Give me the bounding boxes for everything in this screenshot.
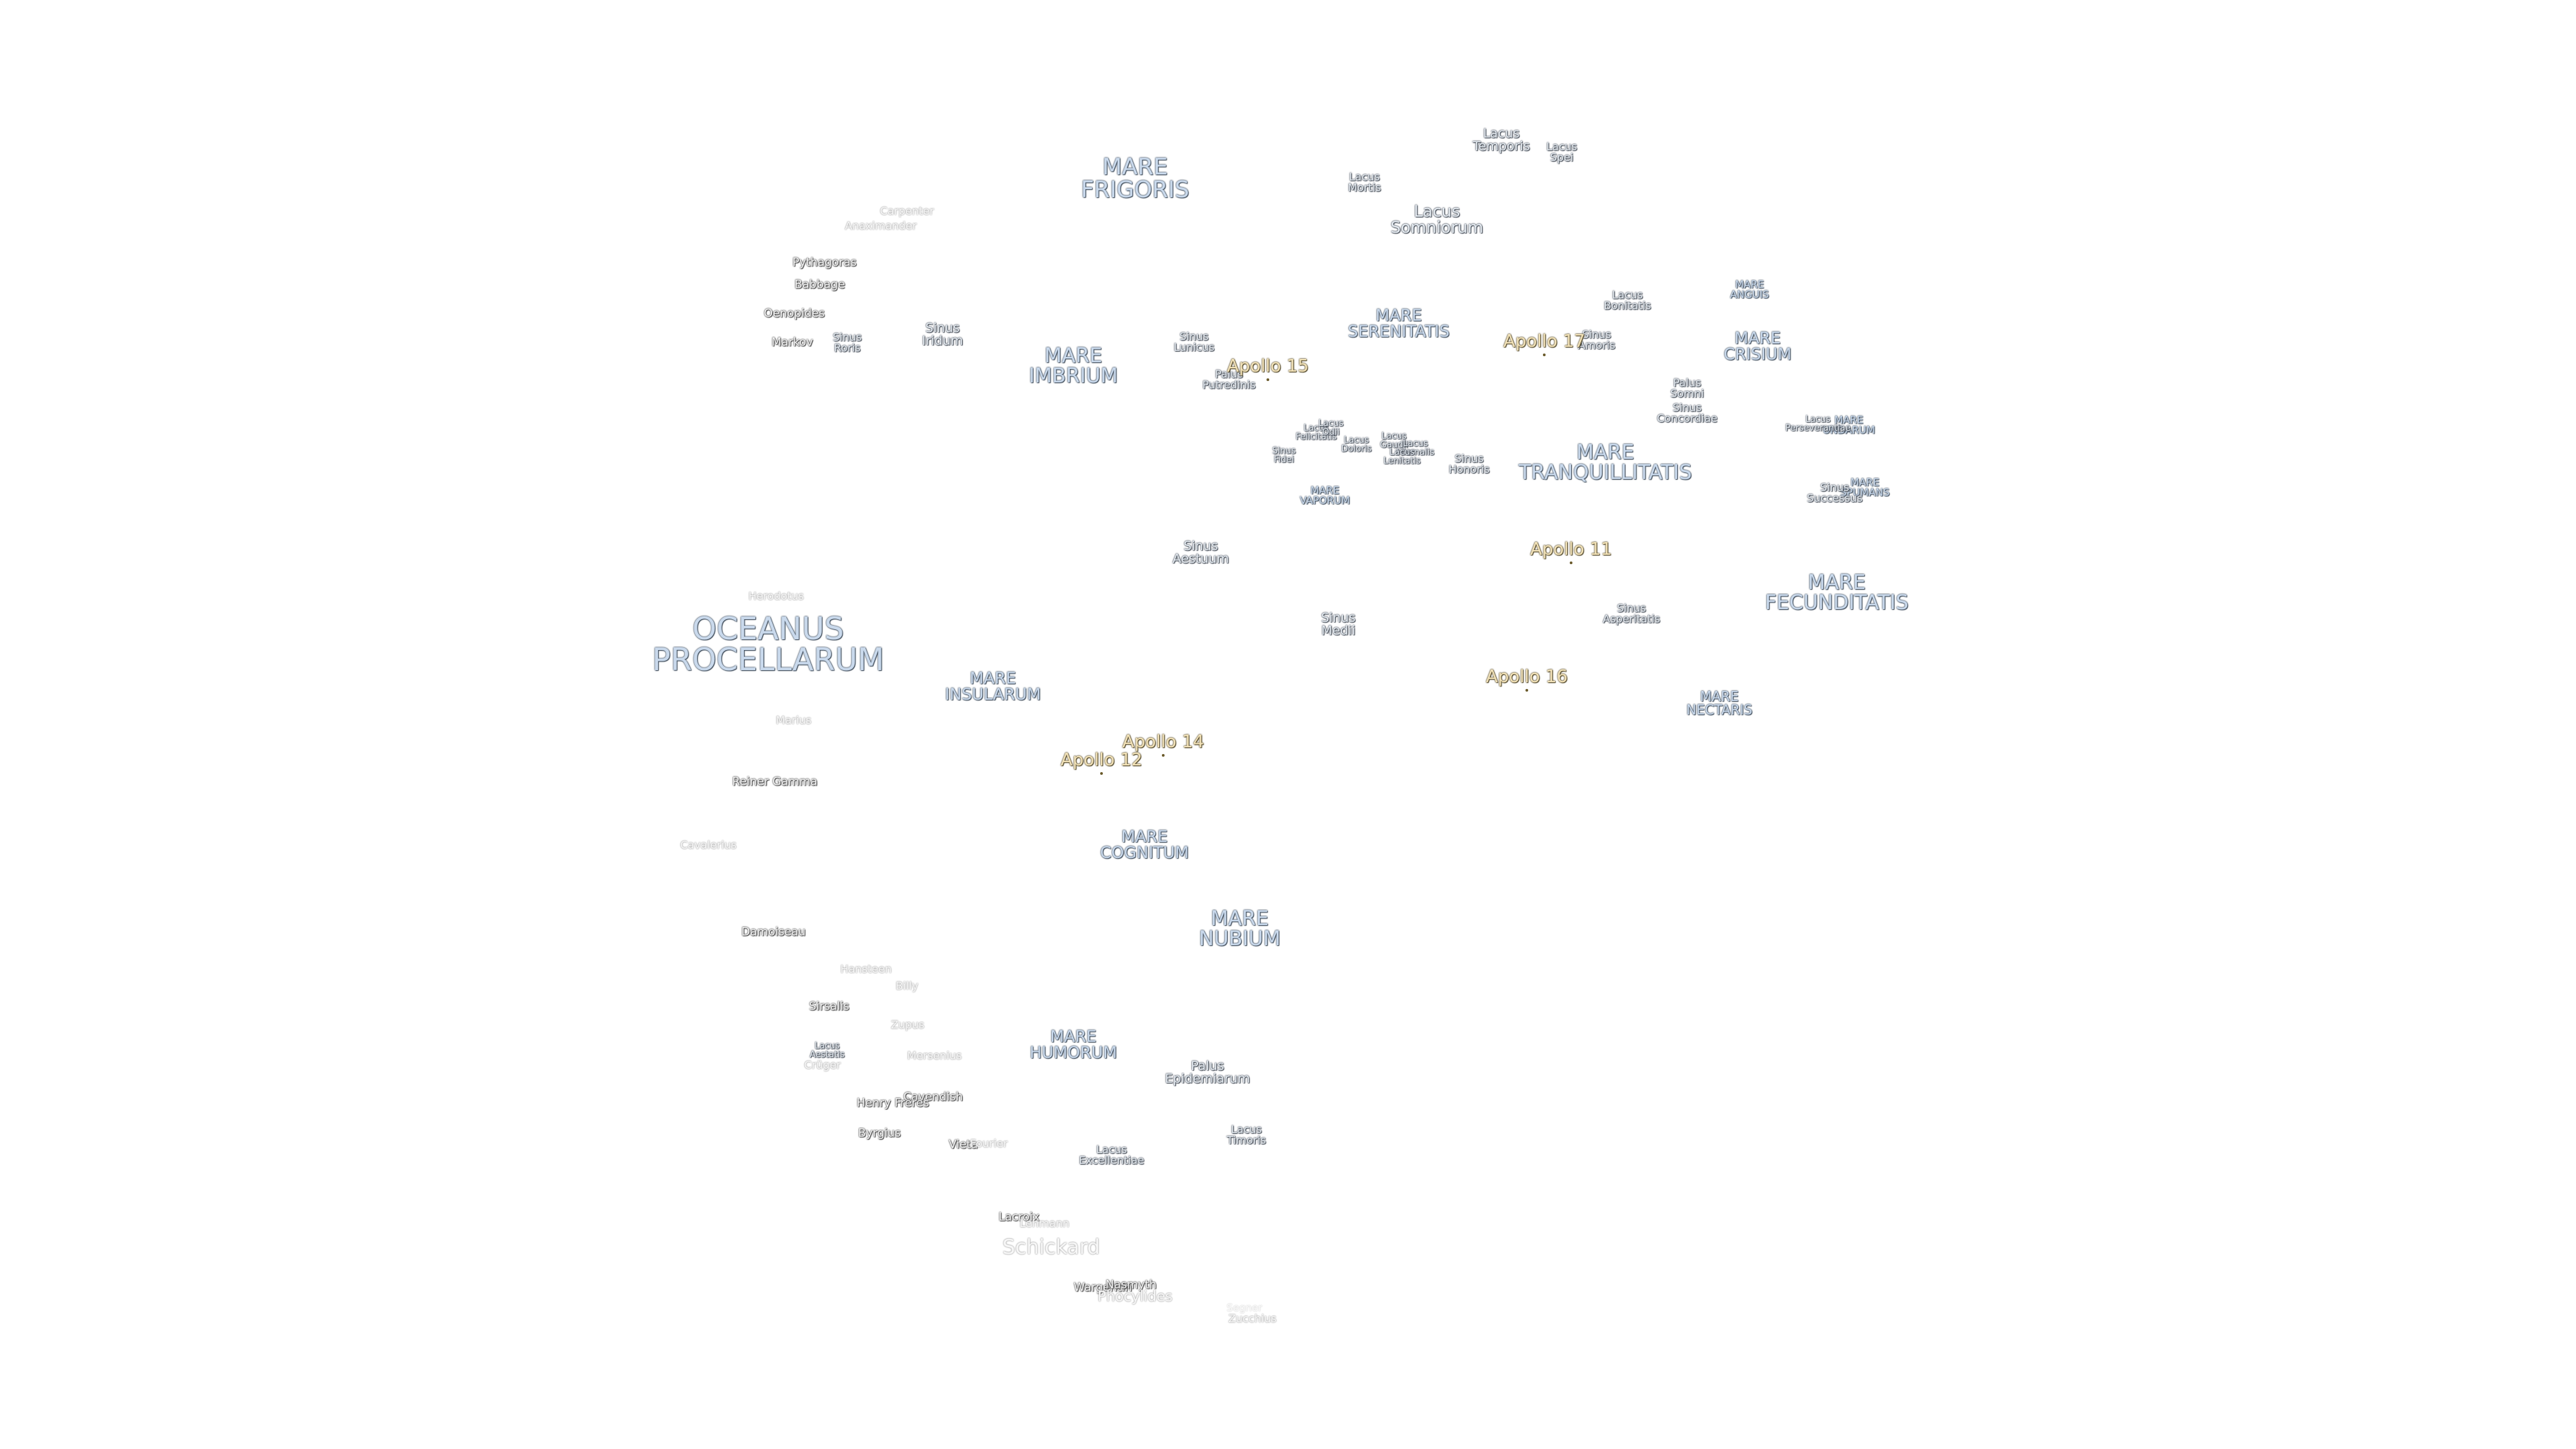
lacus-lenitatis-label: Lacus Lenitatis <box>1383 447 1421 466</box>
oceanus-procellarum-label: OCEANUS PROCELLARUM <box>651 610 885 678</box>
lacus-temporis-label: Lacus Temporis <box>1472 126 1530 154</box>
zupus-crater-label: Zupus <box>891 1018 924 1031</box>
apollo-16-label[interactable]: Apollo 16 <box>1486 667 1568 687</box>
sinus-lunicus-label: Sinus Lunicus <box>1173 330 1215 354</box>
carpenter-crater-label: Carpenter <box>879 205 934 217</box>
sinus-iridum-label: Sinus Iridum <box>922 321 963 348</box>
apollo-15-label[interactable]: Apollo 15 <box>1227 356 1309 376</box>
cavalerius-crater-label: Cavalerius <box>680 839 737 851</box>
lacus-aestatis-label: Lacus Aestatis <box>810 1041 845 1060</box>
sinus-asperitatis-label: Sinus Asperitatis <box>1603 602 1660 625</box>
lacus-perseverantiae-label: Lacus Perseverantiae <box>1785 415 1851 433</box>
apollo-16-landing-marker[interactable] <box>1525 689 1528 692</box>
oenopides-crater-label: Oenopides <box>763 307 825 321</box>
babbage-crater-label: Babbage <box>794 278 845 292</box>
marius-crater-label: Marius <box>775 714 812 727</box>
schickard-crater-label: Schickard <box>1002 1236 1100 1259</box>
palus-epidemiarum-label: Palus Epidemiarum <box>1165 1059 1250 1086</box>
apollo-11-landing-marker[interactable] <box>1570 561 1572 564</box>
lacus-odii-label: Lacus Odii <box>1318 419 1344 437</box>
lacus-gaudii-label: Lacus Gaudii <box>1380 431 1408 450</box>
mare-undarum-label: MARE UNDARUM <box>1822 414 1876 436</box>
mare-crisium-label: MARE CRISIUM <box>1723 329 1792 364</box>
sinus-successus-label: Sinus Successus <box>1807 481 1863 504</box>
mare-anguis-label: MARE ANGUIS <box>1729 278 1770 301</box>
apollo-14-label[interactable]: Apollo 14 <box>1122 732 1204 752</box>
sinus-roris-label: Sinus Roris <box>833 331 862 354</box>
lacus-doloris-label: Lacus Doloris <box>1341 435 1372 454</box>
damoiseau-crater-label: Damoiseau <box>741 925 806 939</box>
apollo-12-label[interactable]: Apollo 12 <box>1061 750 1142 770</box>
mersenius-crater-label: Mersenius <box>907 1049 962 1062</box>
lacus-bonitatis-label: Lacus Bonitatis <box>1603 288 1652 312</box>
mare-imbrium-label: MARE IMBRIUM <box>1028 344 1118 388</box>
sinus-amoris-label: Sinus Amoris <box>1578 328 1615 352</box>
fourier-crater-label: Fourier <box>969 1137 1008 1150</box>
lehmann-crater-label: Lehmann <box>1019 1217 1070 1230</box>
palus-putredinis-label: Palus Putredinis <box>1202 368 1256 391</box>
mare-frigoris-label: MARE FRIGORIS <box>1081 154 1189 203</box>
lacroix-crater-label: Lacroix <box>998 1210 1040 1224</box>
lacus-hiemalis-label: Lacus Hiemalis <box>1396 439 1435 458</box>
apollo-17-landing-marker[interactable] <box>1543 354 1546 356</box>
herodotus-crater-label: Herodotus <box>748 590 804 602</box>
mare-nubium-label: MARE NUBIUM <box>1199 907 1281 951</box>
lacus-excellentiae-label: Lacus Excellentiae <box>1079 1143 1144 1167</box>
apollo-12-landing-marker[interactable] <box>1100 772 1103 775</box>
reiner-gamma-crater-label: Reiner Gamma <box>732 775 818 789</box>
lacus-mortis-label: Lacus Mortis <box>1348 170 1381 194</box>
vieta-crater-label: Vieta <box>949 1138 978 1152</box>
apollo-11-label[interactable]: Apollo 11 <box>1530 539 1612 559</box>
apollo-17-label[interactable]: Apollo 17 <box>1503 331 1585 352</box>
hansteen-crater-label: Hansteen <box>840 963 892 975</box>
segner-crater-label: Segner <box>1226 1301 1263 1314</box>
mare-insularum-label: MARE INSULARUM <box>945 669 1041 704</box>
billy-crater-label: Billy <box>896 979 918 992</box>
apollo-14-landing-marker[interactable] <box>1162 754 1165 757</box>
markov-crater-label: Markov <box>771 335 813 350</box>
byrgius-crater-label: Byrgius <box>858 1126 901 1140</box>
nasmyth-crater-label: Nasmyth <box>1105 1278 1157 1292</box>
mare-humorum-label: MARE HUMORUM <box>1029 1027 1118 1062</box>
henry-frères-crater-label: Henry Frères <box>856 1096 930 1110</box>
sinus-medii-label: Sinus Medii <box>1321 610 1356 638</box>
pythagoras-crater-label: Pythagoras <box>792 256 857 270</box>
mare-nectaris-label: MARE NECTARIS <box>1686 688 1753 718</box>
sinus-honoris-label: Sinus Honoris <box>1448 452 1490 476</box>
sinus-fidei-label: Sinus Fidei <box>1272 446 1296 465</box>
phocylides-crater-label: Phocylides <box>1097 1288 1173 1305</box>
mare-spumans-label: MARE SPUMANS <box>1840 476 1890 498</box>
sinus-aestuum-label: Sinus Aestuum <box>1172 539 1230 566</box>
lacus-somniorum-label: Lacus Somniorum <box>1390 202 1484 237</box>
palus-somni-label: Palus Somni <box>1670 376 1705 400</box>
cavendish-crater-label: Cavendish <box>903 1090 963 1104</box>
mare-tranquillitatis-label: MARE TRANQUILLITATIS <box>1518 441 1693 484</box>
lacus-timoris-label: Lacus Timoris <box>1226 1123 1267 1146</box>
mare-vaporum-label: MARE VAPORUM <box>1299 484 1350 506</box>
mare-serenitatis-label: MARE SERENITATIS <box>1348 306 1450 341</box>
sirsalis-crater-label: Sirsalis <box>808 1000 850 1014</box>
sinus-concordiae-label: Sinus Concordiae <box>1656 401 1718 425</box>
wargentin-crater-label: Wargentin <box>1073 1281 1132 1295</box>
mare-cognitum-label: MARE COGNITUM <box>1099 827 1189 862</box>
anaximander-crater-label: Anaximander <box>845 219 917 232</box>
crüger-crater-label: Crüger <box>804 1059 841 1071</box>
mare-fecunditatis-label: MARE FECUNDITATIS <box>1765 571 1909 614</box>
lacus-spei-label: Lacus Spei <box>1546 140 1577 164</box>
apollo-15-landing-marker[interactable] <box>1267 378 1269 381</box>
zucchius-crater-label: Zucchius <box>1228 1312 1277 1325</box>
lacus-felicitatis-label: Lacus Felicitatis <box>1295 423 1337 442</box>
